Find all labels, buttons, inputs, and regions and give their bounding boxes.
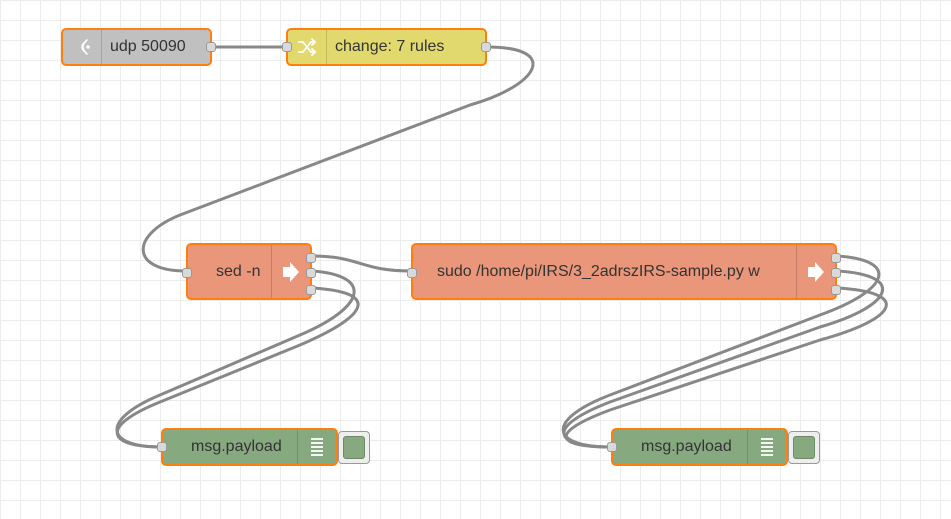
input-port[interactable] <box>182 268 192 278</box>
input-port[interactable] <box>157 442 167 452</box>
list-icon <box>297 430 336 464</box>
node-label: msg.payload <box>641 438 732 455</box>
debug-toggle-button[interactable] <box>338 431 370 464</box>
wire-sed-to-sudo[interactable] <box>310 254 413 273</box>
debug-toggle-button[interactable] <box>788 431 820 464</box>
node-debug-2[interactable]: msg.payload <box>607 428 788 466</box>
node-label: change: 7 rules <box>335 38 445 55</box>
node-exec-sed[interactable]: sed -n <box>182 243 316 300</box>
output-port[interactable] <box>206 42 216 52</box>
output-port[interactable] <box>481 42 491 52</box>
output-port-rc[interactable] <box>831 285 841 295</box>
debug-toggle-indicator <box>343 436 365 459</box>
wire-change-to-sed[interactable] <box>141 45 535 273</box>
node-change[interactable]: change: 7 rules <box>282 28 491 66</box>
node-label: udp 50090 <box>110 38 186 55</box>
arrow-right-icon <box>796 245 835 298</box>
input-port[interactable] <box>407 268 417 278</box>
input-port[interactable] <box>607 442 617 452</box>
node-label: sudo /home/pi/IRS/3_2adrszIRS-sample.py … <box>437 262 760 280</box>
wire-sed-to-debug1-b[interactable] <box>115 286 360 449</box>
udp-wave-icon <box>63 30 102 64</box>
output-port-stdout[interactable] <box>306 253 316 263</box>
debug-toggle-indicator <box>793 436 815 459</box>
output-port-stderr[interactable] <box>831 268 841 278</box>
arrow-right-icon <box>271 245 310 298</box>
output-port-stderr[interactable] <box>306 268 316 278</box>
node-debug-1[interactable]: msg.payload <box>157 428 338 466</box>
list-icon <box>747 430 786 464</box>
node-udp-in[interactable]: udp 50090 <box>61 28 216 66</box>
output-port-stdout[interactable] <box>831 253 841 263</box>
node-exec-sudo[interactable]: sudo /home/pi/IRS/3_2adrszIRS-sample.py … <box>407 243 841 300</box>
wire-sudo-to-debug2-c[interactable] <box>564 286 888 449</box>
input-port[interactable] <box>282 42 292 52</box>
node-label: sed -n <box>216 262 261 280</box>
output-port-rc[interactable] <box>306 285 316 295</box>
node-label: msg.payload <box>191 438 282 455</box>
shuffle-icon <box>288 30 327 64</box>
